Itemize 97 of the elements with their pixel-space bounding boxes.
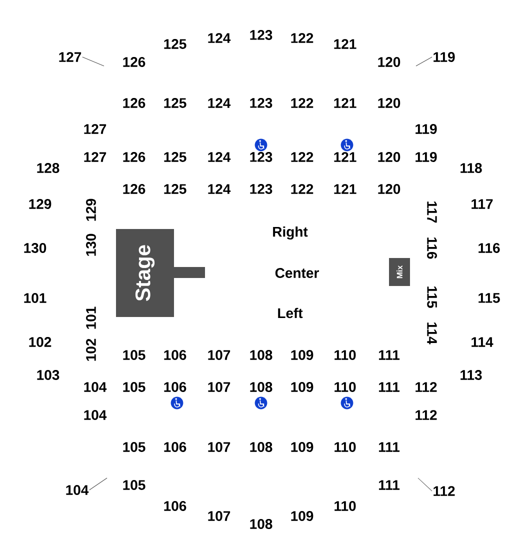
leader-line bbox=[89, 478, 108, 490]
section-number: 114 bbox=[427, 322, 437, 344]
leader-line bbox=[416, 56, 432, 66]
section-number: 118 bbox=[460, 163, 482, 173]
section-number: 122 bbox=[291, 98, 314, 108]
section-number: 111 bbox=[378, 442, 400, 452]
section-number: 109 bbox=[291, 350, 314, 360]
section-number: 106 bbox=[164, 382, 186, 392]
section-number: 107 bbox=[208, 350, 230, 360]
section-number: 111 bbox=[378, 480, 400, 490]
section-number: 124 bbox=[208, 152, 231, 162]
section-number: 110 bbox=[334, 350, 356, 360]
leader-line bbox=[418, 478, 432, 492]
section-number: 130 bbox=[86, 234, 96, 256]
section-number: 124 bbox=[208, 98, 231, 108]
section-number: 104 bbox=[84, 410, 107, 420]
section-number: 117 bbox=[472, 199, 493, 209]
section-number: 113 bbox=[460, 370, 482, 380]
section-number: 110 bbox=[334, 442, 356, 452]
section-number: 104 bbox=[84, 382, 107, 392]
section-number: 102 bbox=[86, 338, 96, 361]
section-number: 111 bbox=[378, 350, 400, 360]
section-number: 121 bbox=[334, 184, 356, 194]
section-number: 121 bbox=[334, 152, 356, 162]
section-number: 121 bbox=[334, 98, 356, 108]
section-number: 108 bbox=[250, 382, 272, 392]
section-number: 116 bbox=[427, 238, 437, 259]
section-number: 122 bbox=[291, 152, 314, 162]
section-number: 121 bbox=[334, 39, 356, 49]
section-number: 125 bbox=[164, 184, 186, 194]
section-number: 126 bbox=[123, 98, 146, 108]
section-number: 109 bbox=[291, 382, 314, 392]
leader-line bbox=[82, 56, 104, 66]
section-number: 127 bbox=[59, 52, 82, 62]
section-number: 101 bbox=[24, 293, 46, 303]
section-number: 123 bbox=[250, 98, 272, 108]
section-number: 124 bbox=[208, 33, 231, 43]
section-number: 119 bbox=[416, 124, 437, 134]
section-number: 129 bbox=[86, 198, 96, 221]
section-number: 110 bbox=[334, 501, 356, 511]
section-number: 122 bbox=[291, 33, 314, 43]
section-number: 114 bbox=[472, 337, 494, 347]
section-number: 115 bbox=[478, 293, 500, 303]
section-number: 116 bbox=[478, 243, 500, 253]
section-number: 108 bbox=[250, 519, 272, 529]
section-number: 119 bbox=[434, 52, 455, 62]
section-number: 125 bbox=[164, 39, 186, 49]
section-number: 115 bbox=[427, 286, 437, 308]
section-number: 129 bbox=[29, 199, 52, 209]
section-number: 108 bbox=[250, 350, 272, 360]
section-number: 106 bbox=[164, 350, 186, 360]
section-number: 111 bbox=[378, 382, 400, 392]
section-number: 125 bbox=[164, 98, 186, 108]
section-number: 125 bbox=[164, 152, 186, 162]
section-number: 127 bbox=[84, 124, 106, 134]
section-number: 120 bbox=[378, 57, 400, 67]
section-number: 104 bbox=[66, 485, 89, 495]
section-number: 102 bbox=[29, 337, 52, 347]
section-number: 119 bbox=[416, 152, 437, 162]
section-number: 106 bbox=[164, 442, 186, 452]
section-number: 120 bbox=[378, 184, 400, 194]
section-number: 105 bbox=[123, 350, 146, 360]
section-number: 130 bbox=[24, 243, 46, 253]
stage-block: Stage bbox=[116, 229, 205, 317]
section-number: 108 bbox=[250, 442, 272, 452]
section-number: 120 bbox=[378, 98, 400, 108]
section-number: 107 bbox=[208, 511, 230, 521]
section-number: 109 bbox=[291, 511, 314, 521]
section-number: 112 bbox=[416, 382, 437, 392]
section-number: 106 bbox=[164, 501, 186, 511]
section-number: 123 bbox=[250, 30, 272, 40]
section-number: 126 bbox=[123, 184, 146, 194]
section-number: 120 bbox=[378, 152, 400, 162]
area-label: Center bbox=[275, 268, 319, 278]
section-number: 105 bbox=[123, 480, 146, 490]
section-number: 103 bbox=[37, 370, 60, 380]
section-number: 123 bbox=[250, 184, 272, 194]
section-number: 101 bbox=[86, 306, 96, 329]
area-label: Right bbox=[273, 226, 308, 240]
section-number: 122 bbox=[291, 184, 314, 194]
section-number: 124 bbox=[208, 184, 231, 194]
section-number: 117 bbox=[427, 202, 437, 223]
mix-box: Mix bbox=[389, 258, 410, 286]
section-number: 109 bbox=[291, 442, 314, 452]
section-number: 105 bbox=[123, 442, 146, 452]
section-number: 112 bbox=[434, 486, 455, 496]
section-number: 126 bbox=[123, 57, 146, 67]
area-label: Left bbox=[278, 308, 303, 318]
section-number: 126 bbox=[123, 152, 146, 162]
section-number: 123 bbox=[250, 152, 272, 162]
section-number: 112 bbox=[416, 410, 437, 420]
section-number: 107 bbox=[208, 382, 230, 392]
section-number: 105 bbox=[123, 382, 146, 392]
section-number: 110 bbox=[334, 382, 356, 392]
section-number: 128 bbox=[37, 163, 60, 173]
section-number: 127 bbox=[84, 152, 106, 162]
section-number: 107 bbox=[208, 442, 230, 452]
